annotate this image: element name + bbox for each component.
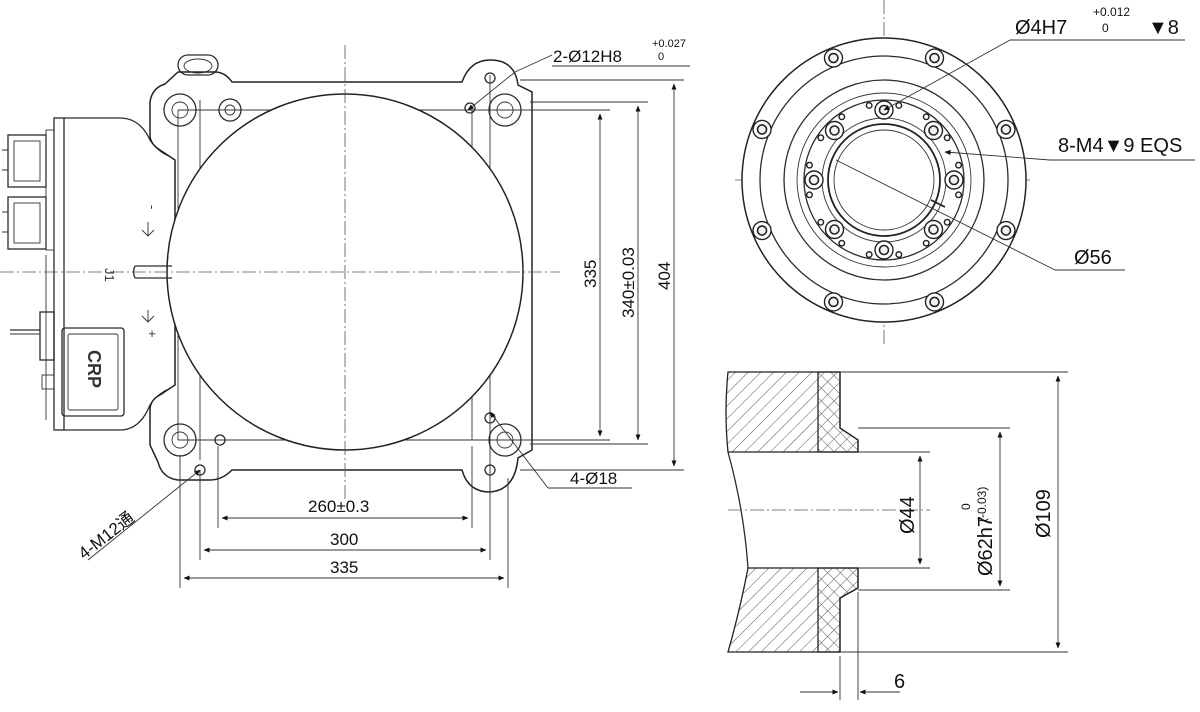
threaded-hole (838, 239, 846, 247)
outer-bolt-head (929, 52, 940, 64)
direction-plus-label: + (145, 330, 160, 338)
inner-bolt-ring (804, 100, 964, 260)
pin-hole-callout: Ø4H7 (1015, 17, 1067, 39)
dim-spigot-tol-upper: 0 (959, 503, 973, 510)
threaded-hole (955, 161, 963, 169)
dim-step: 6 (894, 671, 905, 693)
dim-inner: Ø44 (897, 496, 919, 534)
arrow-up-icon (141, 222, 155, 237)
section-view: Ø44 Ø62h7 0 (-0.03) Ø109 6 (725, 371, 1068, 700)
dim-height-outer: 404 (655, 262, 674, 290)
threaded-hole (805, 161, 813, 169)
dim-spigot: Ø62h7 (975, 516, 997, 576)
hole-callout-top-tol-upper: +0.027 (652, 38, 686, 50)
outer-bolt-head (929, 296, 940, 308)
left-view: CRP J1 - + (0, 38, 690, 588)
brand-label: CRP (84, 350, 104, 388)
hole-callout-top-tol-lower: 0 (658, 51, 664, 63)
connector-housing: CRP J1 - + (2, 117, 186, 431)
threaded-hole (817, 218, 825, 226)
dim-spigot-tol-lower: (-0.03) (975, 487, 989, 522)
inner-bolt-head (829, 224, 840, 235)
inner-bolt-head (878, 244, 890, 256)
inner-bolt-head (808, 174, 820, 186)
arrow-down-icon (141, 310, 155, 323)
pin-hole-depth: ▼8 (1148, 17, 1179, 39)
thread-holes-callout: 8-M4▼9 EQS (1058, 135, 1182, 157)
outer-bolt-head (1000, 225, 1012, 236)
dim-width-pitch: 260±0.3 (308, 497, 369, 516)
threaded-hole (943, 134, 951, 142)
outer-bolt-ring (752, 48, 1016, 312)
inner-bolt-head (928, 125, 939, 136)
inner-bolt-head (948, 174, 960, 186)
outer-bolt-head (828, 296, 839, 308)
dim-height-inner: 335 (581, 260, 600, 288)
threaded-hole (817, 134, 825, 142)
front-view: Ø4H7 +0.012 0 ▼8 8-M4▼9 EQS Ø56 (735, 0, 1195, 345)
outer-bolt-head (1000, 124, 1012, 135)
dim-width-mid: 300 (330, 530, 358, 549)
pin-hole-tol-upper: +0.012 (1093, 5, 1130, 19)
threaded-hole (922, 239, 930, 247)
outer-bolt-head (828, 52, 839, 64)
pin-hole-tol-lower: 0 (1102, 21, 1109, 35)
outer-bolt-head (756, 225, 768, 236)
dim-width-outer: 335 (330, 558, 358, 577)
hole-callout-bolt: 4-Ø18 (570, 469, 617, 488)
threaded-hole (805, 191, 813, 199)
threaded-hole (895, 101, 903, 109)
hole-callout-thread: 4-M12通 (75, 508, 138, 563)
outer-bolt-head (756, 124, 768, 135)
threaded-hole (895, 251, 903, 259)
hole-callout-top: 2-Ø12H8 (553, 47, 622, 66)
threaded-hole (943, 218, 951, 226)
inner-bolt-head (829, 125, 840, 136)
threaded-hole-ring (805, 101, 963, 259)
threaded-hole (838, 113, 846, 121)
joint-label: J1 (102, 268, 117, 282)
bore-callout: Ø56 (1074, 247, 1112, 269)
threaded-hole (865, 251, 873, 259)
inner-bolt-head (928, 224, 939, 235)
dim-height-pitch: 340±0.03 (619, 247, 638, 318)
direction-minus-label: - (145, 205, 160, 209)
dim-outer: Ø109 (1033, 489, 1055, 538)
threaded-hole (865, 101, 873, 109)
threaded-hole (922, 113, 930, 121)
threaded-hole (955, 191, 963, 199)
